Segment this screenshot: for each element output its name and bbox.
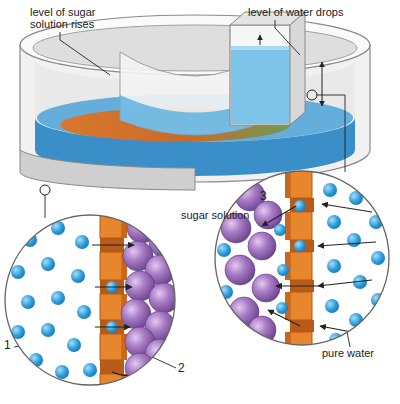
zoom-circle-left xyxy=(149,227,179,257)
zoom-circle-right xyxy=(274,224,286,236)
zoom-circle-left xyxy=(95,286,132,287)
zoom-circle-left xyxy=(100,252,122,280)
zoom-circle-right xyxy=(327,215,341,229)
zoom-circle-right xyxy=(371,251,385,265)
osmosis-tank xyxy=(307,90,317,100)
zoom-circle-right xyxy=(215,168,389,358)
zoom-circle-right xyxy=(322,204,372,212)
osmosis-tank xyxy=(230,25,290,125)
zoom-circle-right xyxy=(217,168,385,358)
zoom-circle-left xyxy=(77,305,91,319)
zoom-circle-right xyxy=(285,212,290,240)
zoom-circle-right xyxy=(325,299,339,313)
leader-line xyxy=(317,95,345,172)
zoom-circle-right xyxy=(290,240,314,252)
zoom-circle-left xyxy=(11,208,179,398)
zoom-circle-left xyxy=(41,323,55,337)
zoom-circle-right xyxy=(225,255,255,285)
zoom-circle-right xyxy=(318,280,372,286)
zoom-circle-left xyxy=(83,363,97,377)
zoom-circle-left xyxy=(100,208,122,238)
zoom-circle-right xyxy=(262,206,296,226)
zoom-circle-right xyxy=(290,168,312,198)
zoom-circle-right xyxy=(290,198,314,212)
zoom-circle-left xyxy=(100,334,122,360)
zoom-circle-right xyxy=(290,320,314,332)
zoom-circle-right xyxy=(285,168,290,358)
zoom-circle-right xyxy=(290,252,312,280)
osmosis-tank xyxy=(290,12,305,125)
osmosis-tank xyxy=(33,25,357,71)
leader-line xyxy=(150,356,176,368)
zoom-circle-right xyxy=(215,171,389,345)
zoom-circle-right xyxy=(221,181,282,344)
zoom-circle-left xyxy=(145,339,175,369)
zoom-circle-right xyxy=(290,292,312,320)
osmosis-tank xyxy=(231,48,289,124)
zoom-circle-right xyxy=(217,243,231,257)
zoom-circle-right xyxy=(285,332,290,358)
zoom-circle-left xyxy=(92,245,146,376)
zoom-circle-left xyxy=(100,208,122,398)
callout-label: sugar solution xyxy=(181,209,250,221)
zoom-circle-right xyxy=(248,232,276,260)
zoom-circle-right xyxy=(318,242,376,246)
zoom-circle-right xyxy=(276,285,318,286)
callout-label: level of water drops xyxy=(248,6,343,18)
zoom-circle-left xyxy=(55,365,69,379)
level-arrows xyxy=(322,62,323,106)
zoom-circle-right xyxy=(276,302,288,314)
callout-number: 2 xyxy=(178,362,185,374)
zoom-circle-left xyxy=(71,269,85,283)
zoom-circle-left xyxy=(112,370,146,376)
zoom-circle-left xyxy=(100,294,122,320)
zoom-circle-right xyxy=(323,183,337,197)
zoom-circle-right xyxy=(233,333,247,347)
osmosis-tank xyxy=(20,12,370,195)
zoom-circle-left xyxy=(67,338,81,352)
osmosis-tank xyxy=(40,185,50,195)
zoom-circle-left xyxy=(92,244,134,245)
zoom-circle-right xyxy=(262,204,376,334)
zoom-circle-right xyxy=(252,274,280,302)
zoom-circle-right xyxy=(219,285,233,299)
zoom-circle-right xyxy=(277,264,289,276)
callout-label: pure water xyxy=(322,347,374,359)
zoom-circle-left xyxy=(51,291,65,305)
leader-line xyxy=(60,32,110,75)
zoom-circle-left xyxy=(121,213,179,383)
osmosis-tank xyxy=(231,46,289,50)
callout-label: level of sugar solution rises xyxy=(30,6,115,30)
zoom-circle-right xyxy=(347,233,361,247)
callout-number: 1 xyxy=(4,339,11,351)
zoom-circle-right xyxy=(290,168,312,358)
zoom-circle-left xyxy=(75,235,89,249)
level-arrows xyxy=(260,35,261,45)
leader-line xyxy=(45,195,46,218)
zoom-circle-left xyxy=(41,257,55,271)
zoom-circle-right xyxy=(294,240,306,252)
callout-number: 3 xyxy=(260,190,267,202)
osmosis-tank xyxy=(20,150,195,190)
zoom-circle-left xyxy=(100,360,124,374)
zoom-circle-left xyxy=(127,213,157,243)
zoom-circle-left xyxy=(5,208,179,398)
zoom-circle-left xyxy=(100,374,122,398)
zoom-circle-right xyxy=(327,259,341,273)
zoom-circle-right xyxy=(290,212,312,240)
zoom-circle-right xyxy=(349,313,363,327)
leader-line xyxy=(275,20,300,55)
zoom-circle-left xyxy=(21,295,35,309)
zoom-circle-left xyxy=(11,265,25,279)
zoom-circle-left xyxy=(95,326,130,327)
zoom-circle-right xyxy=(268,310,300,326)
zoom-circle-left xyxy=(5,215,175,385)
